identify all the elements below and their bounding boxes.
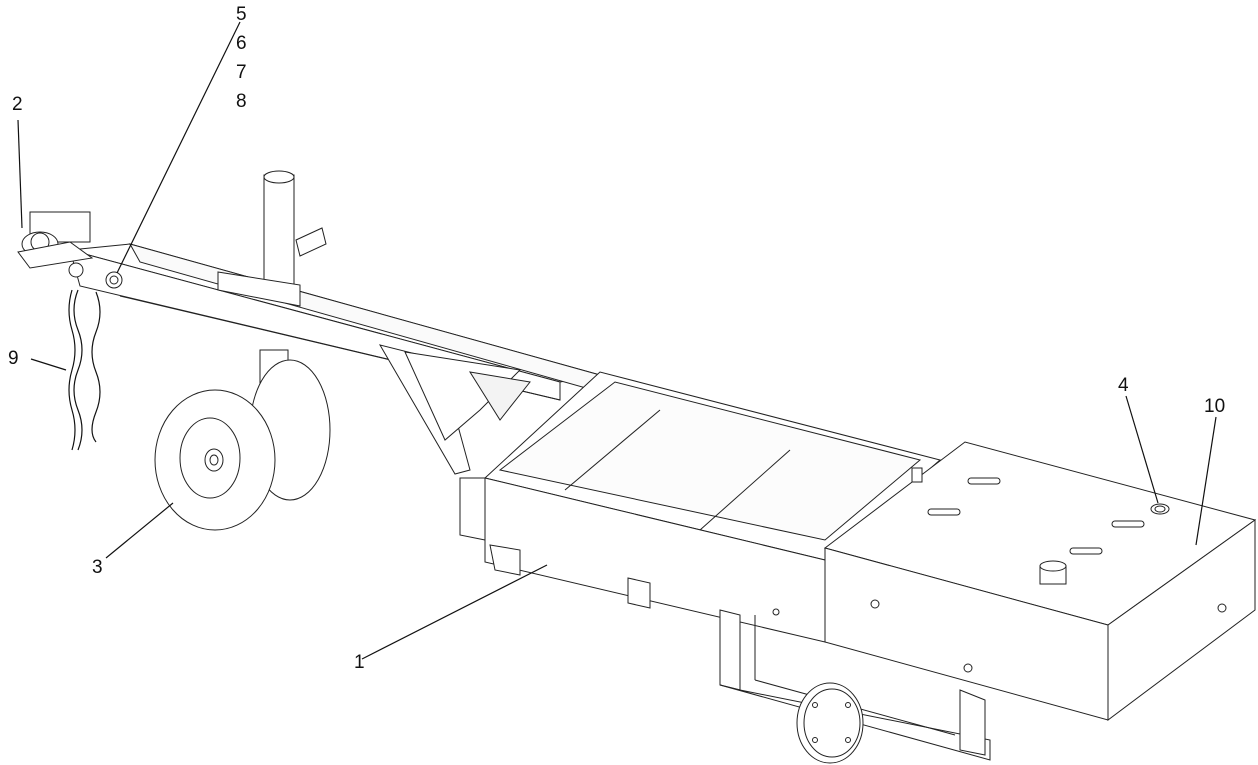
- callout-9: 9: [8, 348, 19, 369]
- leader-9: [30, 358, 67, 371]
- callout-2: 2: [12, 94, 23, 115]
- leader-4: [1125, 395, 1159, 504]
- jack-wheel: [154, 359, 331, 531]
- callout-labels: 1 2 3 4 5 6 7 8 9 10: [8, 4, 1225, 673]
- leader-5: [116, 21, 241, 274]
- covered-box: [772, 441, 1257, 721]
- leader-2: [17, 119, 23, 229]
- leader-1: [361, 564, 548, 660]
- callout-4: 4: [1118, 375, 1129, 396]
- callout-5: 5: [236, 4, 247, 25]
- tongue-beam: [69, 243, 601, 401]
- callout-3: 3: [92, 557, 103, 578]
- callout-10: 10: [1204, 396, 1225, 417]
- leader-10: [1195, 416, 1217, 546]
- hitch-coupler: [17, 211, 123, 289]
- callout-6: 6: [236, 33, 247, 54]
- callout-8: 8: [236, 91, 247, 112]
- tray-frame: [459, 371, 942, 643]
- callout-7: 7: [236, 62, 247, 83]
- tongue-brace: [378, 344, 531, 475]
- road-wheel: [796, 682, 864, 764]
- leader-3: [105, 502, 174, 559]
- callout-1: 1: [354, 652, 365, 673]
- safety-chain: [68, 289, 101, 451]
- leader-lines: [17, 21, 1217, 660]
